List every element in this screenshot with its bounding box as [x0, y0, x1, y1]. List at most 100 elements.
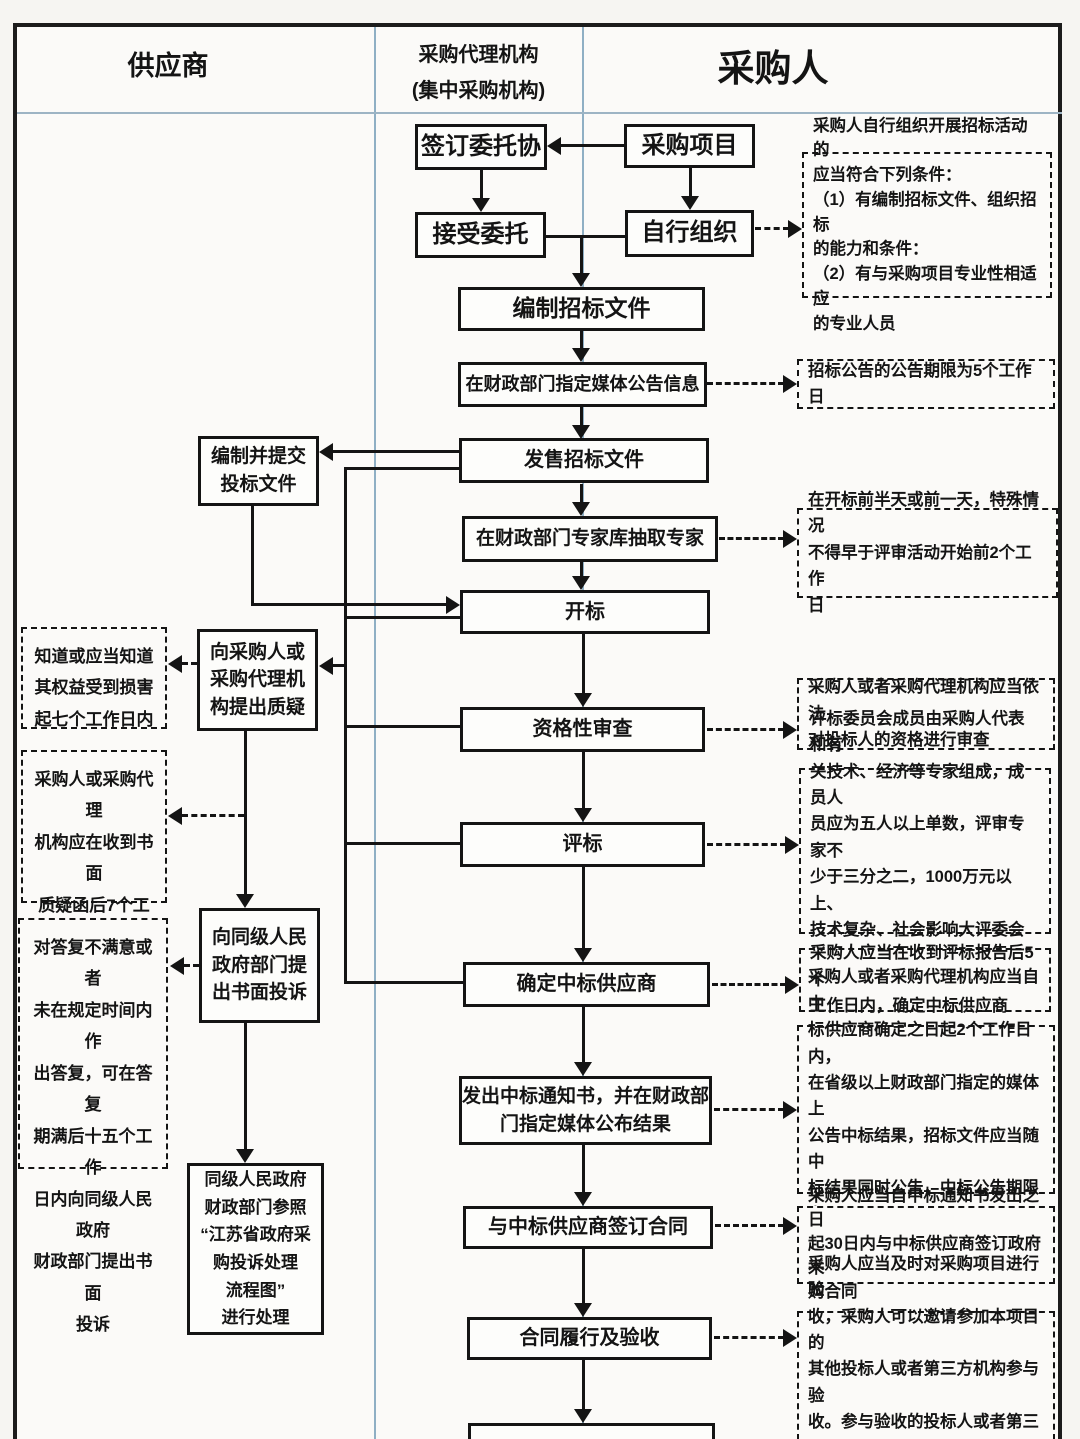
note-evaluation-committee: 评标委员会成员由采购人代表和有 关技术、经济等专家组成，成员人 员应为五人以上单…	[799, 710, 1051, 992]
arrowhead-performance-note	[783, 1329, 797, 1347]
box-gov-handle: 同级人民政府 财政部门参照 “江苏省政府采 购投诉处理 流程图” 进行处理	[187, 1163, 324, 1335]
lane-divider-supplier-agency	[374, 27, 376, 1439]
arrowhead-project-to-self-organize	[681, 196, 699, 210]
arrowhead-evaluation-note	[785, 836, 799, 854]
note-reply-time-limit: 采购人或采购代理 机构应在收到书面 质疑函后7个工作 日内作出书面答复	[21, 750, 167, 1009]
line-sign-to-accept	[480, 170, 483, 200]
arrowhead-notice-note	[783, 1101, 797, 1119]
box-self-organize: 自行组织	[625, 210, 754, 257]
dashed-evaluation-to-note	[707, 843, 786, 846]
note-determine-winner-time: 采购人应当在收到评标报告后5个 工作日内，确定中标供应商	[799, 944, 1051, 1015]
arrowhead-compile-to-announce	[572, 348, 590, 362]
arrowhead-project-to-sign	[547, 137, 561, 155]
column-header-agency-line2: (集中采购机构)	[411, 80, 546, 102]
line-compile-to-announce	[580, 331, 583, 349]
arrowhead-query-left-note	[168, 655, 182, 673]
column-header-purchaser: 采购人	[717, 48, 829, 89]
arrowhead-contract-to-performance	[574, 1303, 592, 1317]
arrowhead-determine-note	[785, 976, 799, 994]
line-announce-to-sell	[580, 407, 583, 426]
box-prepare-submit-bid: 编制并提交 投标文件	[198, 436, 319, 506]
line-rail-to-evaluation	[347, 842, 461, 845]
box-sign-agreement: 签订委托协	[415, 124, 547, 170]
line-prepare-down	[251, 506, 254, 606]
box-raise-query: 向采购人或 采购代理机 构提出质疑	[197, 629, 318, 731]
arrowhead-announce-note	[783, 375, 797, 393]
line-sell-to-prepare-bid	[332, 450, 459, 453]
note-complaint-time-limit: 对答复不满意或者 未在规定时间内作 出答复，可在答复 期满后十五个工作 日内向同…	[18, 918, 168, 1334]
dashed-qualification-to-note	[707, 728, 784, 731]
dashed-query-to-left-note	[182, 662, 197, 665]
box-announce-info: 在财政部门指定媒体公告信息	[458, 362, 707, 407]
box-compile-bid-docs: 编制招标文件	[458, 287, 705, 331]
arrowhead-sell-to-prepare-bid	[319, 443, 333, 461]
line-project-to-sign	[560, 144, 624, 147]
arrowhead-determine-to-notice	[574, 1062, 592, 1076]
note-self-organize-conditions: 采购人自行组织开展招标活动的 应当符合下列条件： （1）有编制招标文件、组织招标…	[802, 117, 1052, 333]
header-separator-line	[17, 112, 1062, 114]
line-open-to-qualification	[582, 634, 585, 694]
box-determine-winner: 确定中标供应商	[463, 962, 710, 1007]
line-rail-to-query	[332, 664, 345, 667]
box-issue-notice: 发出中标通知书，并在财政部 门指定媒体公布结果	[459, 1076, 712, 1145]
box-contract-acceptance: 合同履行及验收	[467, 1317, 712, 1360]
arrowhead-complaint-to-gov	[236, 1149, 254, 1163]
note-contract-sign-time: 采购人应当自中标通知书发出之日 起30日内与中标供应商签订政府采 购合同	[797, 1187, 1055, 1301]
note-notice-publish-rule: 采购人或者采购代理机构应当自中 标供应商确定之日起2个工作日内， 在省级以上财政…	[797, 968, 1055, 1250]
arrowhead-sell-to-experts	[572, 502, 590, 516]
arrowhead-self-organize-note	[788, 220, 802, 238]
note-qualification-rule: 采购人或者采购代理机构应当依法 对投标人的资格进行审查	[797, 678, 1055, 750]
box-open-bid: 开标	[460, 590, 710, 634]
arrowhead-complaint-left-note	[170, 957, 184, 975]
line-experts-to-open	[580, 562, 583, 577]
line-complaint-to-gov	[244, 1023, 247, 1150]
arrowhead-reply-note	[168, 807, 182, 825]
line-accept-to-self-organize	[546, 235, 625, 238]
query-collection-rail	[344, 467, 347, 984]
arrowhead-prepare-to-open	[446, 596, 460, 614]
arrowhead-qualification-note	[783, 721, 797, 739]
column-header-agency-line1: 采购代理机构	[418, 44, 539, 66]
arrowhead-sign-to-accept	[472, 198, 490, 212]
line-query-to-complaint	[244, 731, 247, 895]
arrowhead-evaluation-to-determine	[574, 948, 592, 962]
box-procurement-project: 采购项目	[624, 124, 755, 168]
line-qualification-to-evaluation	[582, 752, 585, 809]
dashed-contract-to-note	[715, 1224, 784, 1227]
dashed-announce-to-note	[707, 382, 784, 385]
dashed-experts-to-note	[719, 537, 784, 540]
note-expert-extraction-time: 在开标前半天或前一天，特殊情况 不得早于评审活动开始前2个工作 日	[797, 491, 1058, 615]
arrowhead-experts-note	[783, 530, 797, 548]
line-prepare-to-open	[251, 603, 447, 606]
line-sell-to-experts	[580, 484, 583, 503]
box-bid-evaluation: 评标	[460, 822, 705, 867]
line-rail-to-determine	[344, 981, 464, 984]
line-evaluation-to-determine	[582, 867, 585, 949]
arrowhead-open-to-qualification	[574, 693, 592, 707]
arrowhead-experts-to-open	[572, 576, 590, 590]
note-acceptance-rule: 采购人应当及时对采购项目进行验 收，采购人可以邀请参加本项目的 其他投标人或者第…	[797, 1255, 1055, 1439]
box-extract-experts: 在财政部门专家库抽取专家	[462, 516, 718, 562]
arrowhead-contract-note	[783, 1217, 797, 1235]
box-qualification-review: 资格性审查	[460, 707, 705, 752]
arrowhead-qualification-to-evaluation	[574, 808, 592, 822]
line-junction-to-compile	[580, 237, 583, 274]
line-rail-to-qualification	[347, 725, 461, 728]
dashed-self-organize-to-note	[755, 227, 789, 230]
line-determine-to-notice	[582, 1007, 585, 1063]
arrowhead-notice-to-contract	[574, 1192, 592, 1206]
line-sell-to-rail	[345, 467, 459, 470]
dashed-determine-to-note	[712, 983, 786, 986]
line-notice-to-contract	[582, 1145, 585, 1193]
dashed-complaint-to-left-note	[184, 964, 199, 967]
arrowhead-query-to-complaint	[236, 894, 254, 908]
line-project-to-self-organize	[689, 168, 692, 197]
note-query-time-limit: 知道或应当知道 其权益受到损害 起七个工作日内	[21, 627, 167, 729]
column-header-supplier: 供应商	[127, 51, 209, 81]
box-written-complaint: 向同级人民 政府部门提 出书面投诉	[199, 908, 320, 1023]
dashed-notice-to-note	[714, 1108, 784, 1111]
line-rail-to-open-bid	[347, 616, 461, 619]
box-sign-contract: 与中标供应商签订合同	[463, 1206, 713, 1249]
line-performance-to-next	[582, 1360, 585, 1410]
